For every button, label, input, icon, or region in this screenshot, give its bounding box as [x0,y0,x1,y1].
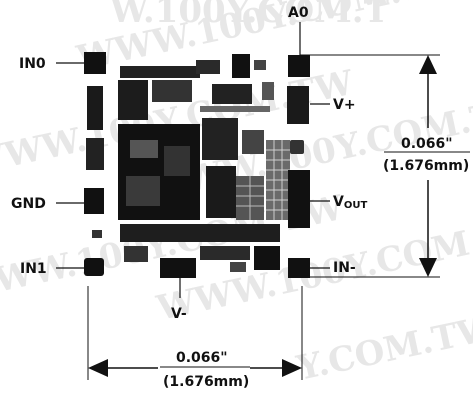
bond-pad [290,140,304,154]
pin-label-vout-sub: OUT [344,200,368,211]
width-dimension-inch: 0.066" [176,350,228,366]
arrowhead-down [419,258,437,277]
die-circuit [152,80,192,102]
die-circuit [164,146,190,176]
die-circuit [126,176,160,206]
die-circuit [212,84,252,104]
watermark-text: Y.COM.TW [293,308,473,389]
die-feature [92,230,102,238]
die-circuit [254,246,280,270]
die-circuit [230,262,246,272]
pin-label-in-minus: IN- [333,260,356,276]
die-circuit [200,106,270,112]
bond-pad [87,86,103,130]
bond-pad [84,188,104,214]
die-body [84,52,310,278]
die-circuit [200,246,250,260]
pin-label-gnd: GND [11,196,46,212]
die-circuit [118,80,148,120]
bond-pad [287,86,309,124]
die-circuit [254,60,266,70]
die-circuit [242,130,264,154]
arrowhead-up [419,55,437,74]
die-circuit [202,118,238,160]
pin-label-a0: A0 [288,5,309,21]
height-dimension-mm: (1.676mm) [383,158,469,174]
die-grid [236,176,264,220]
pin-leader-lines [56,22,330,298]
die-circuit [120,224,280,242]
bond-pad [288,170,310,228]
pin-label-vout-main: V [333,194,344,210]
vertical-dimension: 0.066" (1.676mm) [300,54,470,278]
die-circuit [206,166,236,218]
bond-pad [84,52,106,74]
die-circuit [130,140,158,158]
bond-pad [288,55,310,77]
horizontal-dimension: 0.066" (1.676mm) [87,286,303,390]
bond-pad [160,258,196,278]
watermark-text: W.100Y.COM.T [109,0,389,31]
arrowhead-left [88,359,108,377]
die-circuit [196,60,220,74]
bond-pad [86,138,104,170]
pin-label-v-plus: V+ [333,97,356,113]
die-grid [266,140,290,220]
pin-label-in0: IN0 [19,56,46,72]
die-circuit [124,246,148,262]
die-circuit [120,66,200,78]
arrowhead-right [282,359,302,377]
pin-label-vout: VOUT [333,194,367,211]
pin-labels: IN0 GND IN1 A0 V+ VOUT IN- V- [11,5,367,322]
height-dimension-inch: 0.066" [401,136,453,152]
bond-pad [288,258,310,278]
pin-label-in1: IN1 [20,261,47,277]
die-circuit [232,54,250,78]
die-circuit [262,82,274,100]
pin-label-v-minus: V- [171,306,187,322]
bond-pad [84,258,104,276]
width-dimension-mm: (1.676mm) [163,374,249,390]
